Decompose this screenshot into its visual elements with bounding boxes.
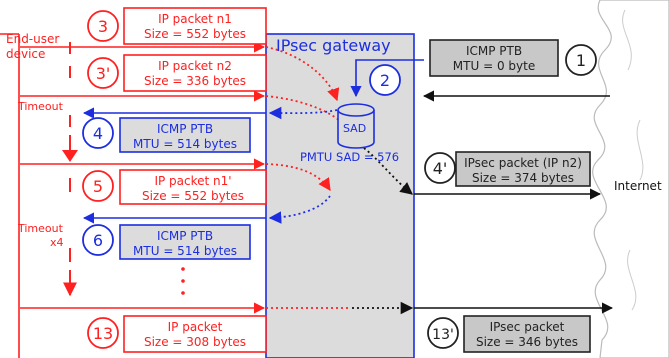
step-6-badge [82,224,114,256]
step-3p-badge [87,57,119,89]
timeout-x4-label-1: Timeout [17,222,64,235]
step-3-line-2: Size = 552 bytes [144,27,246,41]
step-13p-badge [427,317,459,349]
step-6-line-2: MTU = 514 bytes [133,244,237,258]
enduser-label-1: End-user [6,32,59,46]
dotted-black-1 [359,144,413,195]
internet-cloud [592,0,669,358]
step-4-number: 4 [93,124,103,143]
sad-label: SAD [343,122,366,135]
dotted-red-3 [265,163,331,192]
step-4p-line-2: Size = 374 bytes [472,171,574,185]
step-13-line-1: IP packet [168,320,223,334]
step-4p-badge [424,152,456,184]
timeline-arrowhead [62,150,78,162]
step-4-badge [82,117,114,149]
step-5-badge [82,170,114,202]
step-3p-line-2: Size = 336 bytes [144,74,246,88]
step-13p-box [463,315,591,353]
step-6-box [119,224,251,260]
step-3p-number: 3' [96,64,111,83]
step-2-number: 2 [380,71,390,90]
step-1-badge [565,44,597,76]
step-4p-number: 4' [433,159,448,178]
step-13p-number: 13' [432,327,454,343]
step-3-badge [87,10,119,42]
step-6-number: 6 [93,231,103,250]
step-13-line-2: Size = 308 bytes [144,335,246,349]
timeout-x4-label-2: x4 [50,236,64,249]
step-1-box [429,39,559,77]
step-13p-line-1: IPsec packet [490,320,565,334]
sad-database-icon [337,103,375,149]
step-2-badge [369,64,401,96]
enduser-label-2: device [6,47,45,61]
step-5-line-1: IP packet n1' [154,174,231,188]
pmtu-label: PMTU SAD = 576 [300,150,399,164]
gateway-title: IPsec gateway [276,36,391,55]
step-4p-line-1: IPsec packet (IP n2) [464,156,582,170]
step-5-number: 5 [93,177,103,196]
step-13-badge [87,317,119,349]
step-4-box [119,117,251,153]
step-3p-box [123,54,267,92]
step-3-box [123,7,267,45]
step-13-box [123,315,267,353]
dotted-red-2 [265,95,353,133]
step-1-number: 1 [576,51,586,70]
step-1-line-1: ICMP PTB [466,44,522,58]
dotted-blue-1 [268,106,338,120]
internet-label: Internet [614,179,662,193]
step-5-box [119,169,267,205]
step-13-number: 13 [93,324,113,343]
step-3-number: 3 [98,17,108,36]
step-1-line-2: MTU = 0 byte [453,59,535,73]
ellipsis-dots [181,267,185,295]
dotted-red-1 [265,46,340,102]
step-5-line-2: Size = 552 bytes [142,189,244,203]
step-13p-line-2: Size = 346 bytes [476,335,578,349]
step-4-line-2: MTU = 514 bytes [133,137,237,151]
timeout-label: Timeout [17,100,64,113]
step-3-line-1: IP packet n1 [158,12,232,26]
arrow-icmp-to-sad [350,59,424,98]
step-6-line-1: ICMP PTB [157,229,213,243]
step-4p-box [455,151,591,187]
step-4-line-1: ICMP PTB [157,122,213,136]
step-3p-line-1: IP packet n2 [158,59,232,73]
